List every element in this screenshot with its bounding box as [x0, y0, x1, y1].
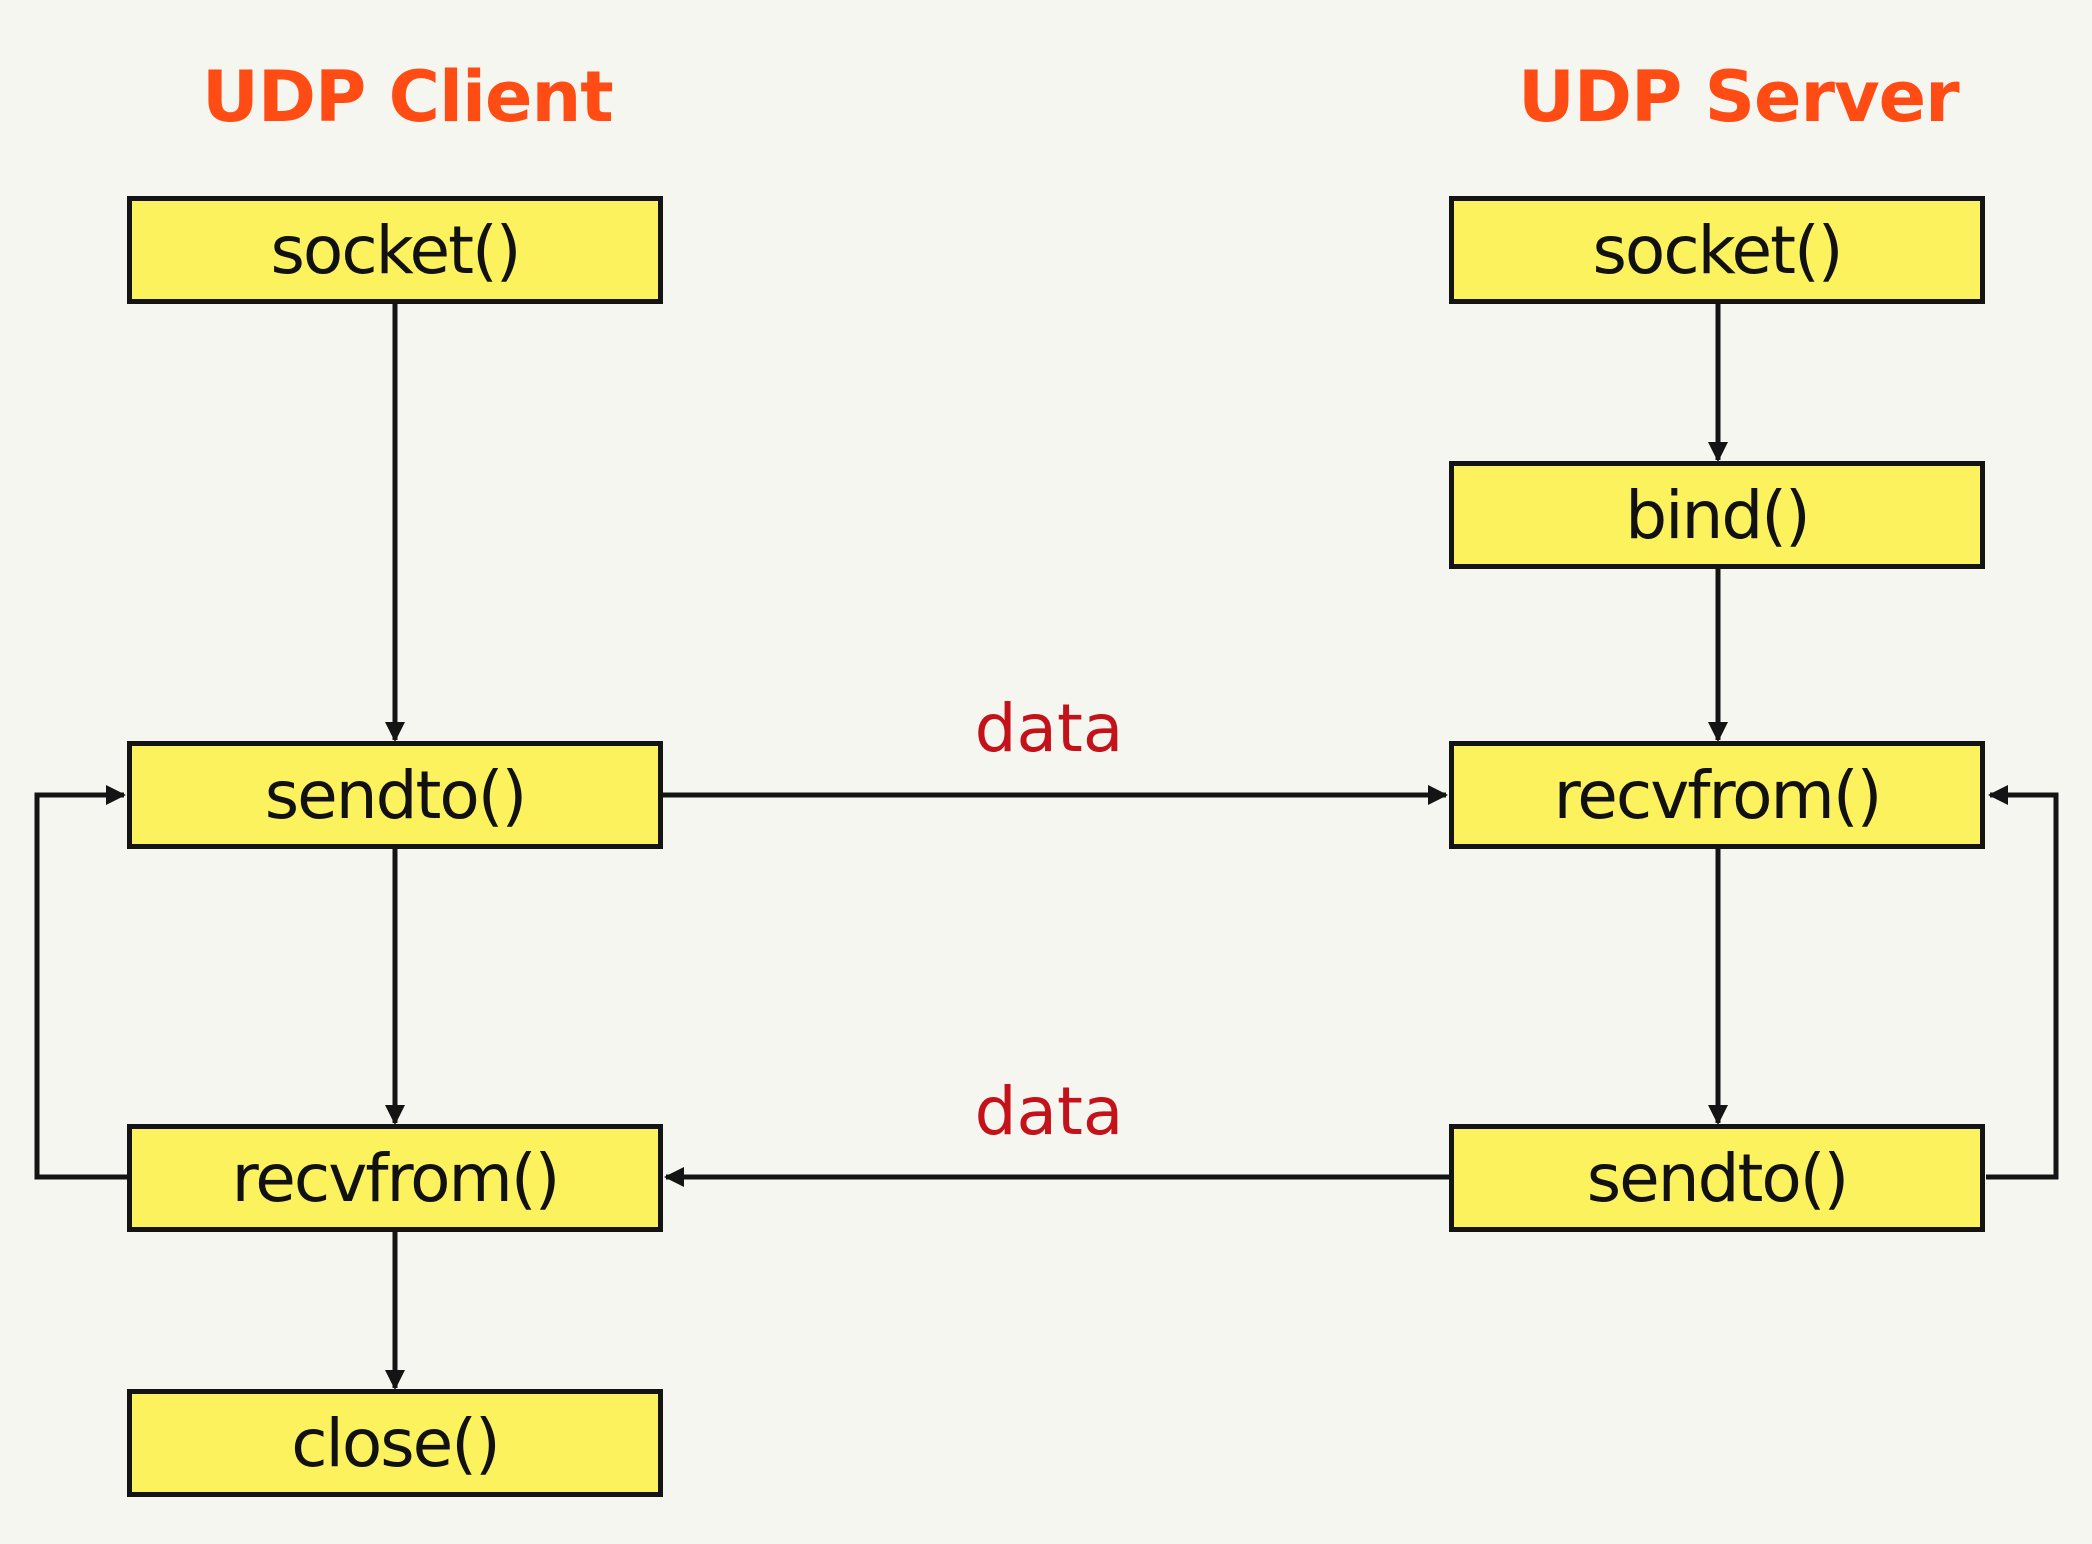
arrow-server-loop-back	[1986, 785, 2059, 1180]
server-title: UDP Server	[1518, 56, 1960, 138]
server-socket-box: socket()	[1449, 196, 1985, 304]
client-close-box: close()	[127, 1389, 663, 1497]
client-title: UDP Client	[202, 56, 614, 138]
client-recvfrom-box: recvfrom()	[127, 1124, 663, 1232]
server-sendto-box: sendto()	[1449, 1124, 1985, 1232]
data-request-label: data	[974, 690, 1124, 767]
server-bind-box: bind()	[1449, 461, 1985, 569]
data-reply-label: data	[974, 1073, 1124, 1150]
arrow-client-loop-back	[34, 785, 129, 1180]
server-recvfrom-box: recvfrom()	[1449, 741, 1985, 849]
client-socket-box: socket()	[127, 196, 663, 304]
client-sendto-box: sendto()	[127, 741, 663, 849]
